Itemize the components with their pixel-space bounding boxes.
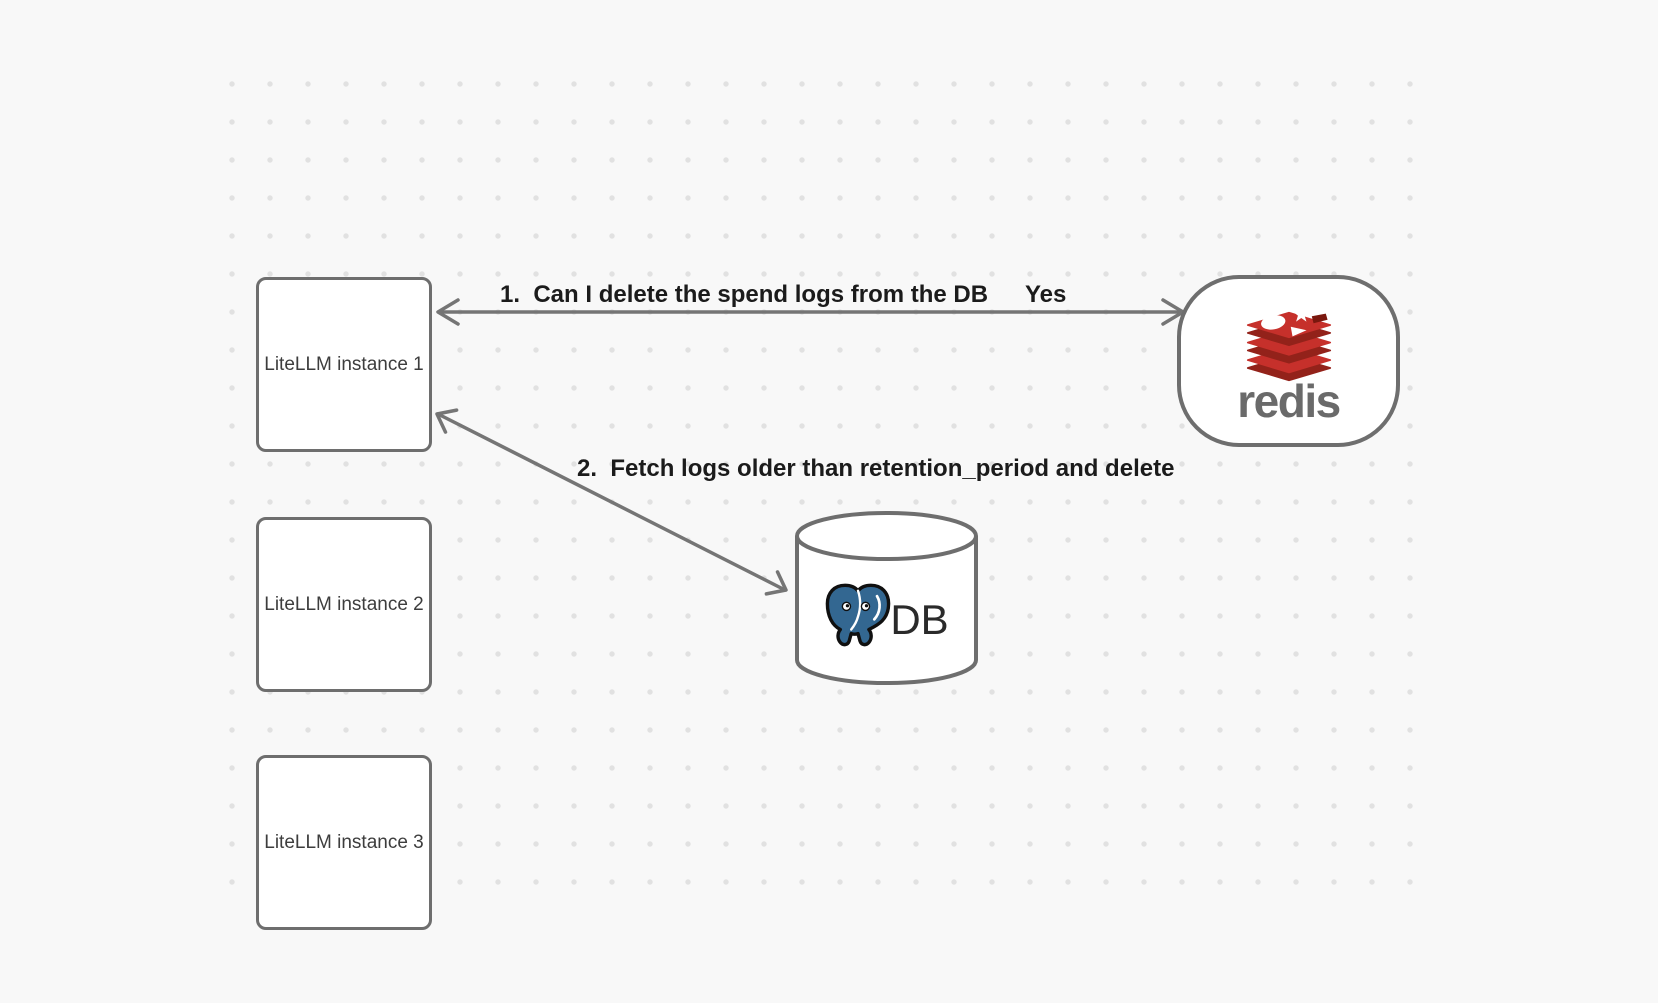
node-litellm-instance-1[interactable]: LiteLLM instance 1: [256, 277, 432, 452]
arrow2-label: 2. Fetch logs older than retention_perio…: [577, 455, 1175, 482]
node-litellm-instance-3-label: LiteLLM instance 3: [264, 831, 424, 853]
db-label: DB: [890, 596, 949, 643]
node-database[interactable]: DB: [794, 509, 979, 687]
arrow1-label: 1. Can I delete the spend logs from the …: [500, 281, 989, 308]
redis-wordmark: redis: [1237, 375, 1341, 427]
node-litellm-instance-1-label: LiteLLM instance 1: [264, 353, 424, 375]
node-litellm-instance-2-label: LiteLLM instance 2: [264, 593, 424, 615]
node-litellm-instance-3[interactable]: LiteLLM instance 3: [256, 755, 432, 930]
node-litellm-instance-2[interactable]: LiteLLM instance 2: [256, 517, 432, 692]
redis-logo-icon: [1246, 305, 1331, 382]
node-redis[interactable]: redis: [1177, 275, 1400, 447]
arrow1-response-label: Yes: [1025, 281, 1067, 308]
postgresql-elephant-icon: [826, 583, 891, 647]
